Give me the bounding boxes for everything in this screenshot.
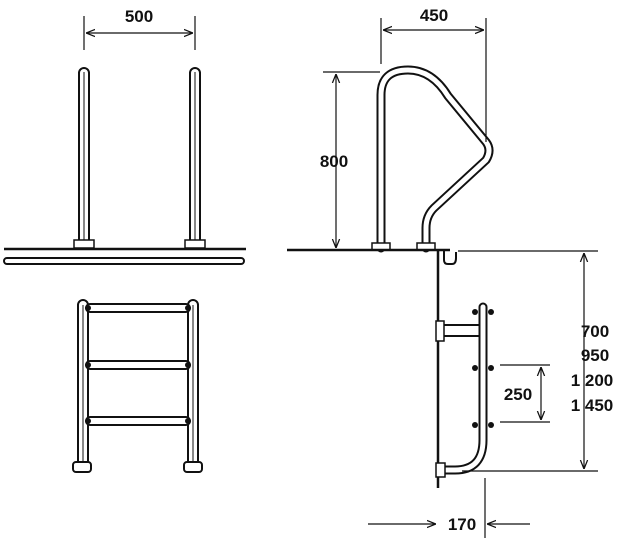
ladder-right-stile	[187, 299, 199, 471]
side-view-handrail	[371, 65, 494, 253]
dimension-450: 450	[380, 6, 487, 142]
ladder-step-1	[85, 303, 191, 313]
label-depth-1200: 1 200	[571, 371, 614, 390]
pool-deck-side	[287, 248, 457, 488]
label-handrail-spacing: 500	[125, 7, 153, 26]
dimension-250: 250	[500, 364, 550, 423]
dimension-500: 500	[83, 7, 196, 50]
front-view-handrails: 500	[3, 7, 246, 265]
front-view-ladder	[72, 299, 203, 473]
label-step-pitch: 250	[504, 385, 532, 404]
right-handrail-post	[184, 67, 206, 249]
ladder-left-stile	[77, 299, 89, 471]
dimension-170: 170	[368, 478, 530, 538]
dimension-800: 800	[320, 71, 380, 248]
label-handrail-reach: 450	[420, 6, 448, 25]
pool-deck-edge-front	[3, 247, 246, 265]
dimension-ladder-depth: 700 950 1 200 1 450	[458, 250, 614, 472]
side-view-ladder	[435, 302, 494, 478]
ladder-step-2	[85, 360, 191, 370]
label-depth-700: 700	[581, 322, 609, 341]
label-depth-950: 950	[581, 346, 609, 365]
label-handrail-height: 800	[320, 152, 348, 171]
ladder-foot-pads	[72, 461, 203, 473]
ladder-step-3	[85, 416, 191, 426]
step-bolts	[472, 309, 494, 428]
left-handrail-post	[73, 67, 95, 249]
label-depth-1450: 1 450	[571, 396, 614, 415]
label-wall-offset: 170	[448, 515, 476, 534]
